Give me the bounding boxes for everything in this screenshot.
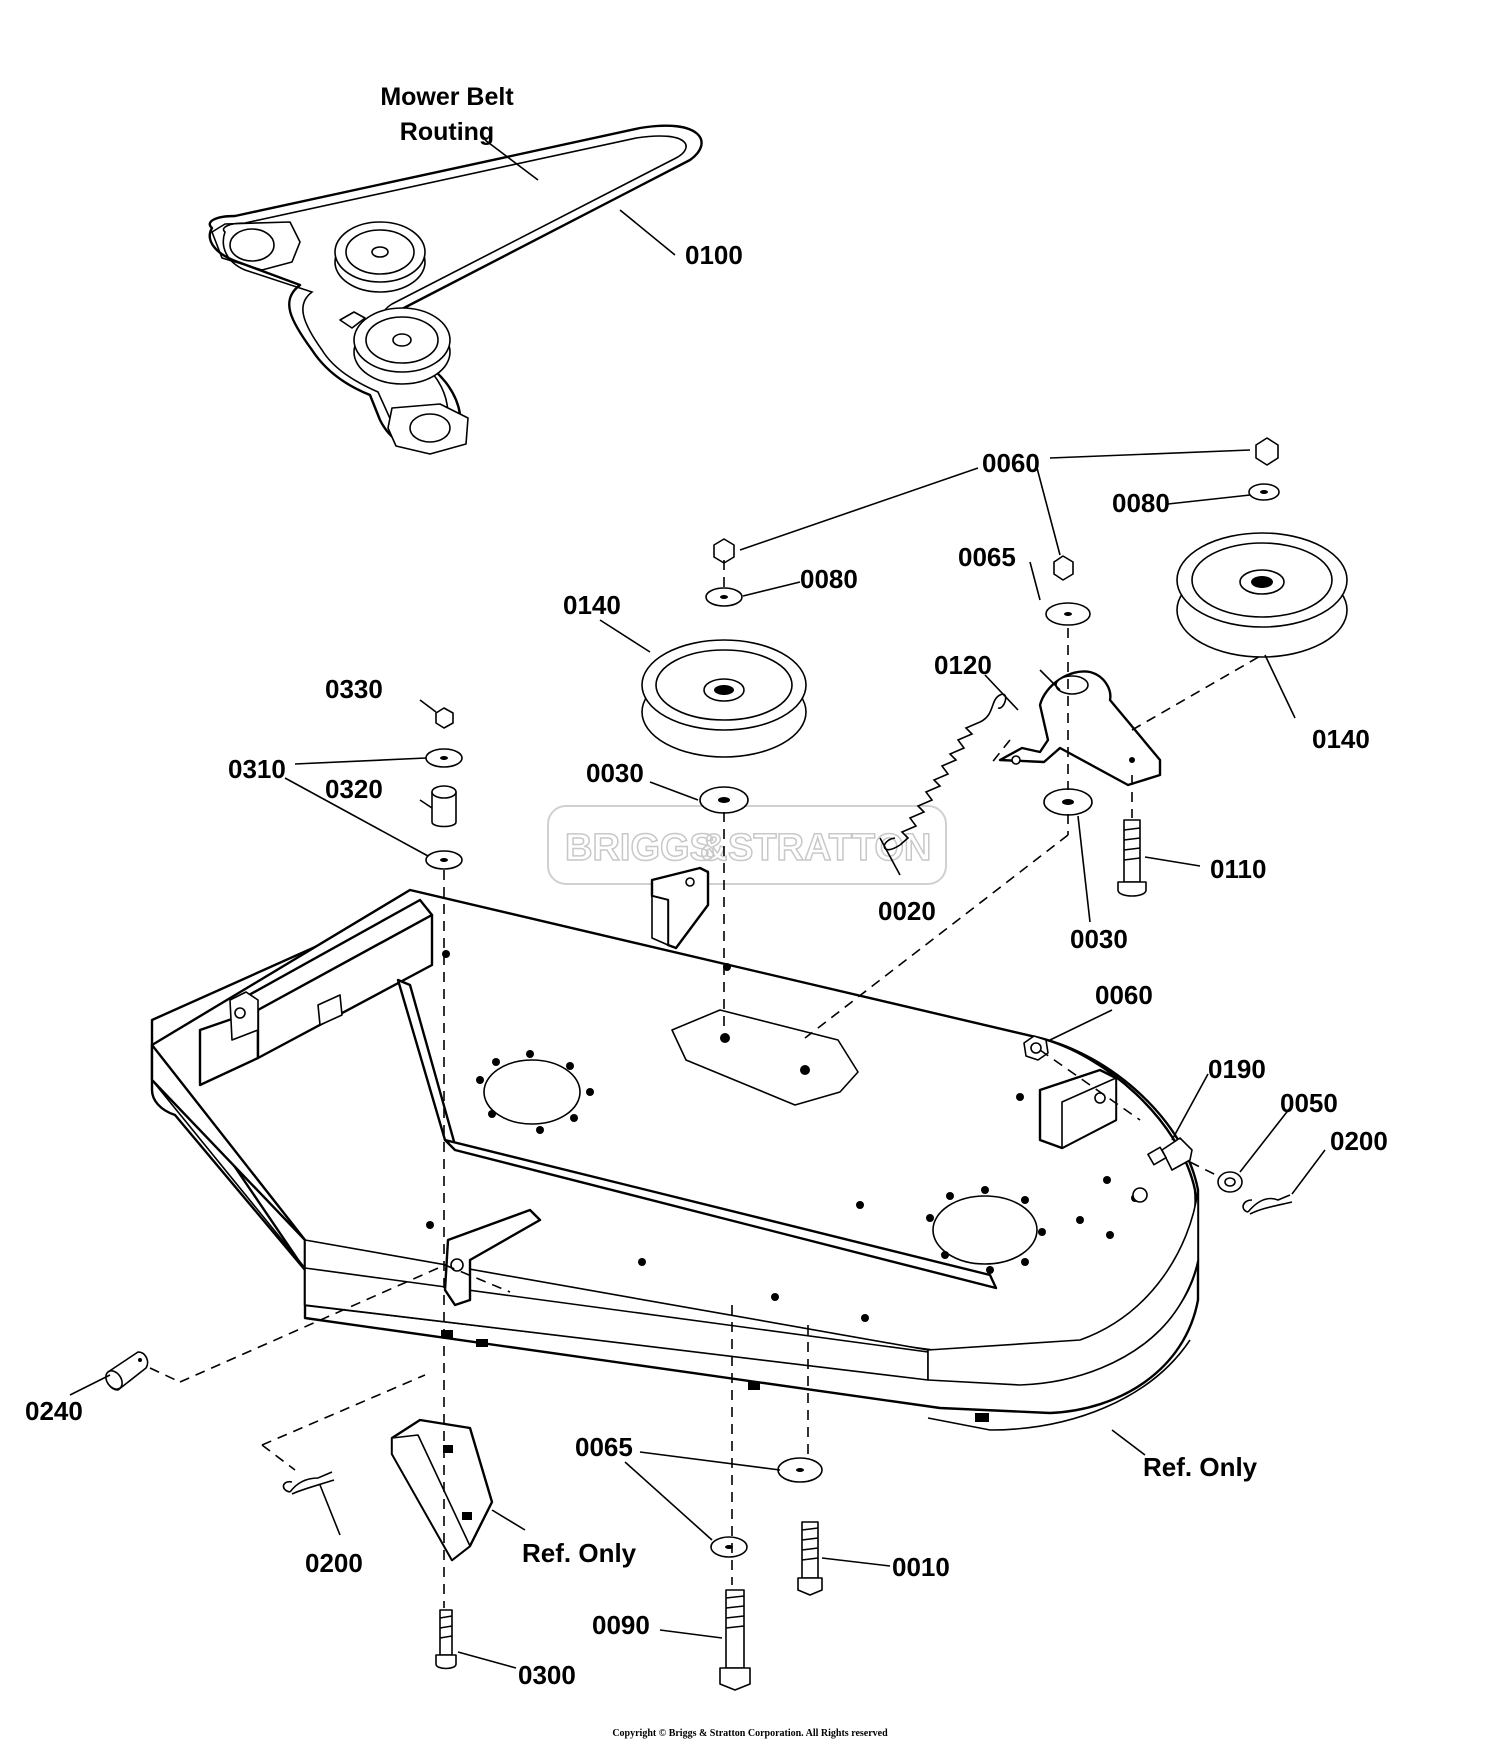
label-bolt-long: 0090	[592, 1610, 650, 1640]
label-washer-idler: 0065	[958, 542, 1016, 572]
copyright-notice: Copyright © Briggs & Stratton Corporatio…	[612, 1728, 888, 1739]
label-washer-bottom: 0065	[575, 1432, 633, 1462]
label-idler-bracket: 0120	[934, 650, 992, 680]
label-washer-stud: 0310	[228, 754, 286, 784]
labels: Mower Belt Routing 0100 0060 0080 0065 0…	[25, 83, 1388, 1739]
watermark: BRIGGS & STRATTON	[547, 805, 947, 885]
label-ref-bracket: Ref. Only	[522, 1538, 637, 1568]
label-pulley-left: 0140	[563, 590, 621, 620]
mower-deck	[150, 866, 1200, 1431]
assembly-lines	[149, 560, 1263, 1608]
label-bushing-left: 0030	[586, 758, 644, 788]
label-clip-front: 0200	[305, 1548, 363, 1578]
label-pulley-right: 0140	[1312, 724, 1370, 754]
label-pin-front: 0240	[25, 1396, 83, 1426]
label-ref-deck: Ref. Only	[1143, 1452, 1258, 1482]
label-bushing-right: 0030	[1070, 924, 1128, 954]
label-washer-top-right: 0080	[1112, 488, 1170, 518]
label-bolt-small: 0300	[518, 1660, 576, 1690]
belt-routing-drawing	[208, 124, 703, 455]
label-nut-top: 0060	[982, 448, 1040, 478]
leader-lines	[69, 139, 1326, 1669]
label-nut-side: 0060	[1095, 980, 1153, 1010]
title-line-1: Mower Belt	[380, 83, 514, 111]
label-washer-left: 0080	[800, 564, 858, 594]
watermark-left: BRIGGS	[565, 827, 715, 869]
label-spacer-stud: 0320	[325, 774, 383, 804]
hardware-parts	[105, 437, 1348, 1691]
label-nut-stud: 0330	[325, 674, 383, 704]
title-line-2: Routing	[400, 118, 494, 146]
label-washer-side: 0050	[1280, 1088, 1338, 1118]
label-bolt-bottom: 0010	[892, 1552, 950, 1582]
watermark-right: STRATTON	[728, 827, 931, 869]
label-bolt-idler: 0110	[1210, 854, 1266, 884]
label-pin-side: 0190	[1208, 1054, 1266, 1084]
label-belt: 0100	[685, 240, 743, 270]
label-spring: 0020	[878, 896, 936, 926]
label-clip-side: 0200	[1330, 1126, 1388, 1156]
